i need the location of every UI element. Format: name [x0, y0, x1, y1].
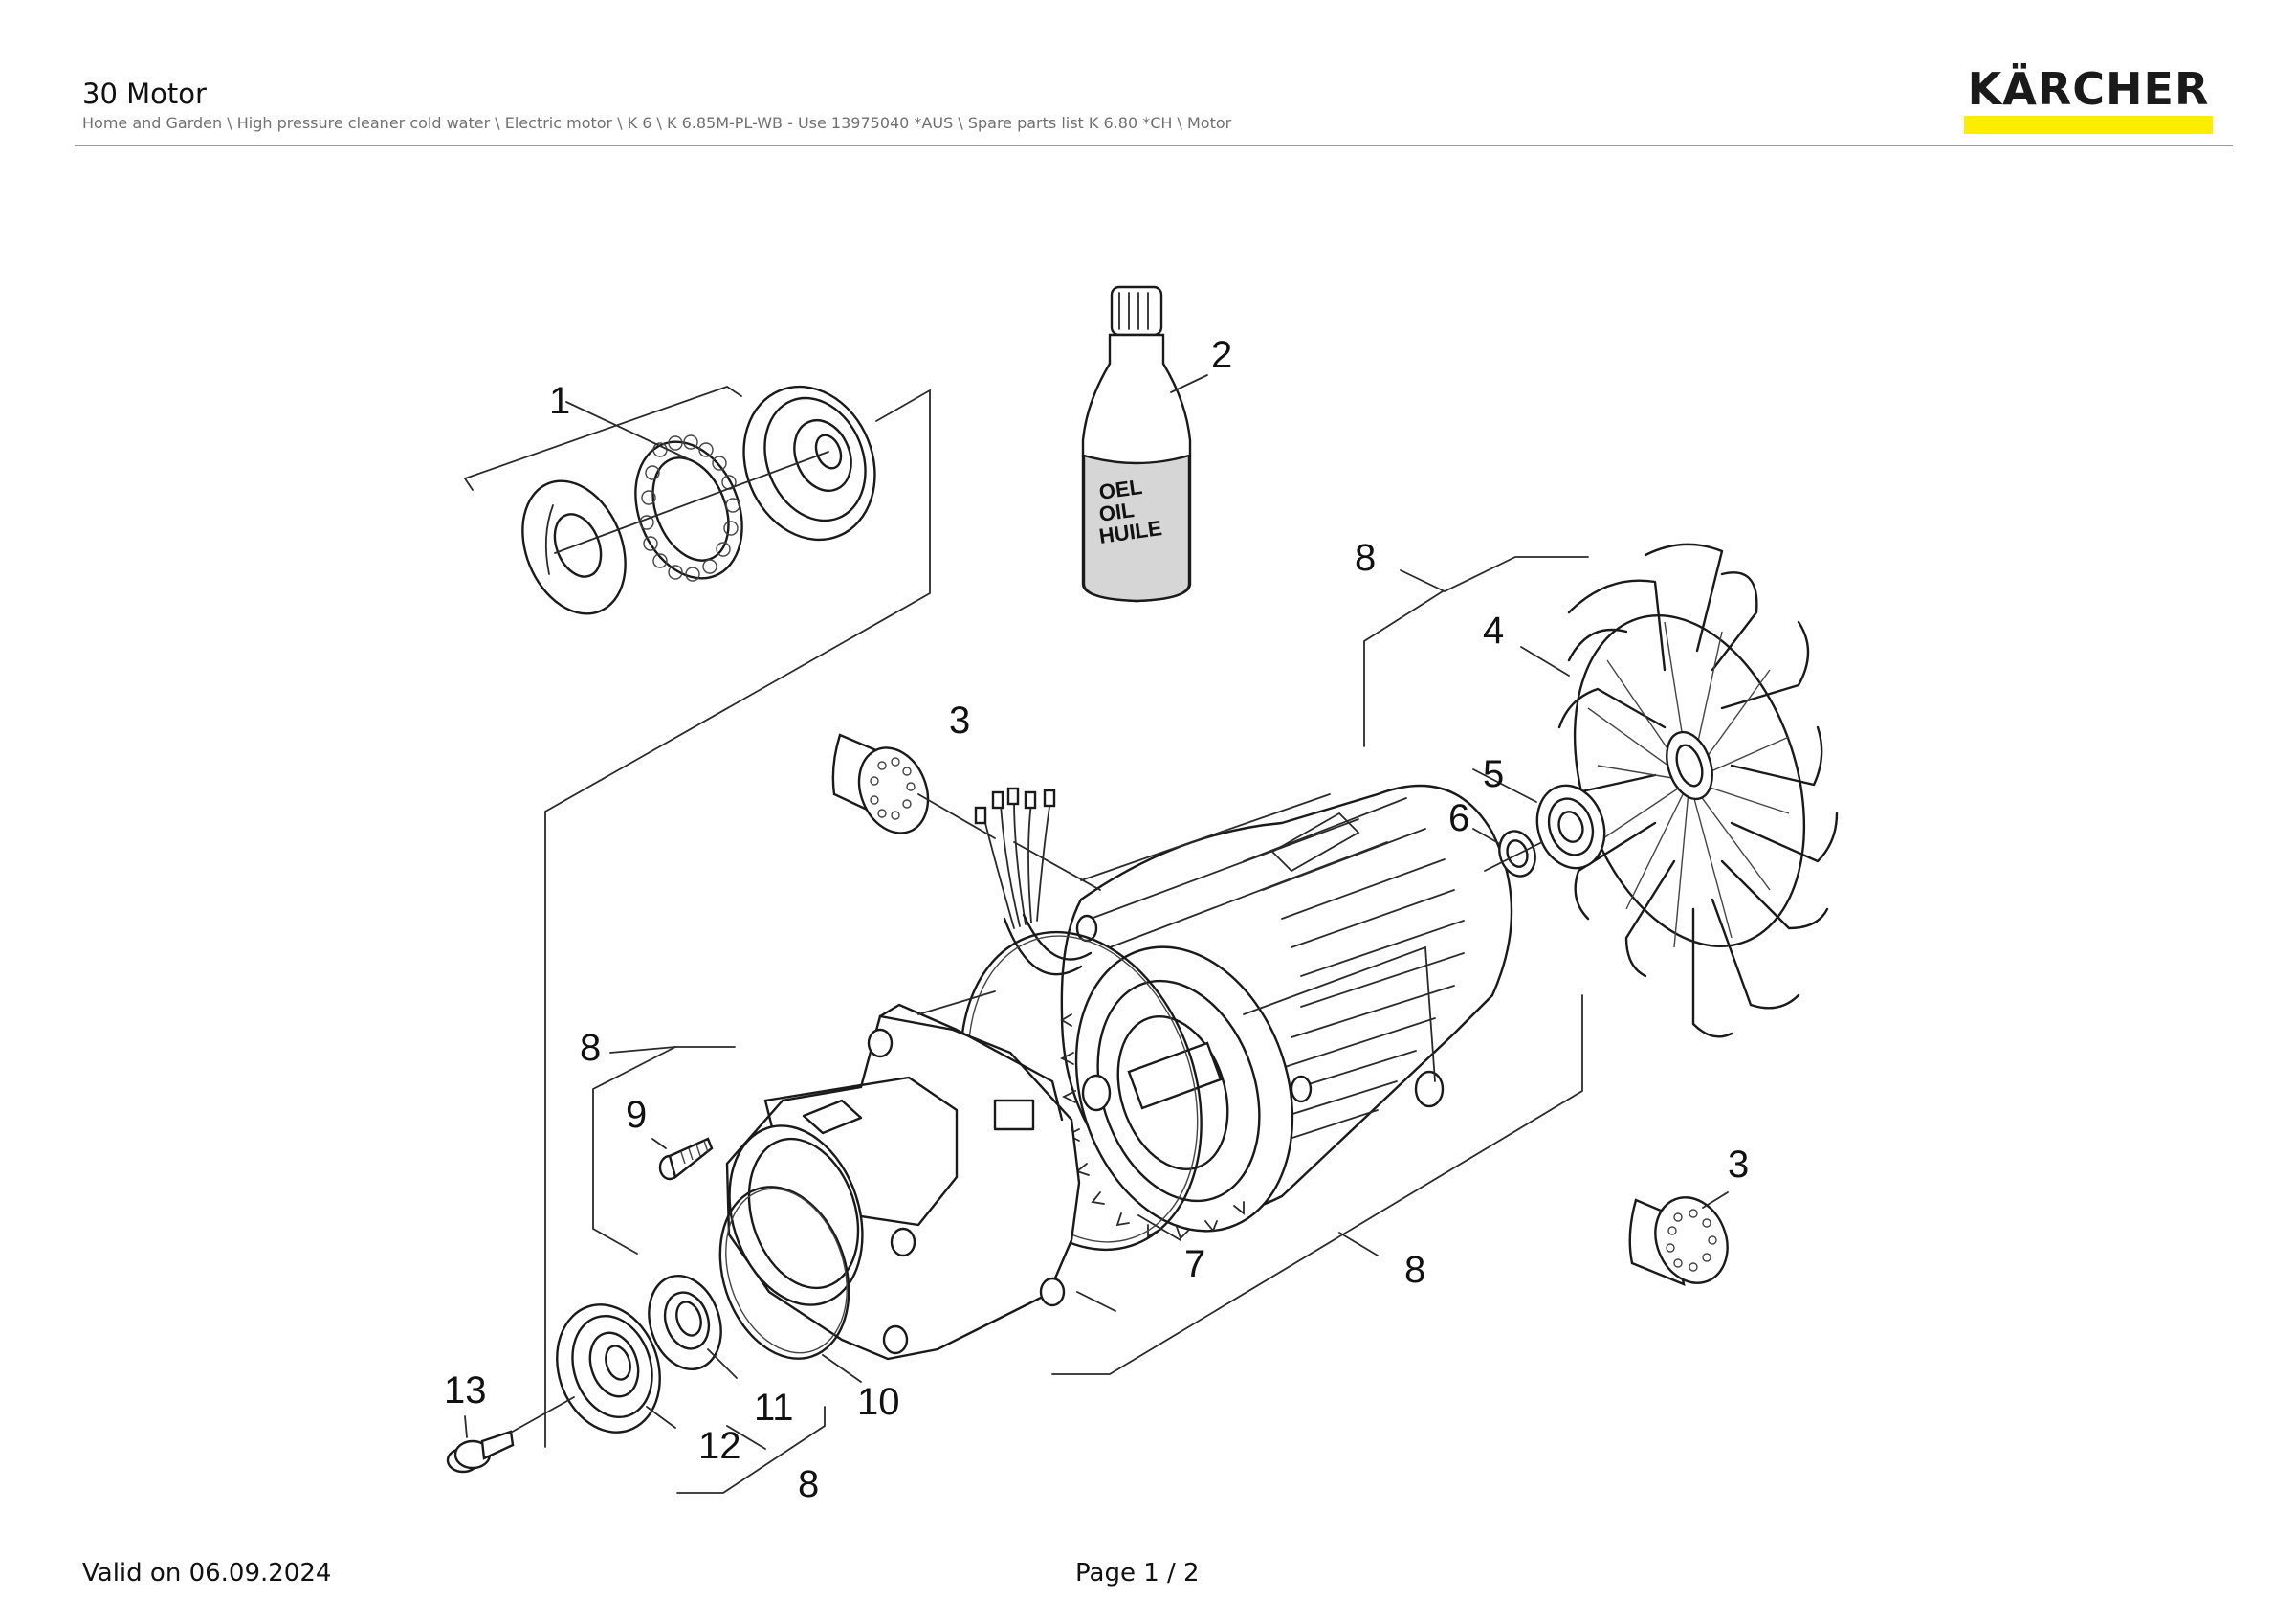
header-divider	[75, 145, 2233, 146]
callout-4: 4	[1483, 610, 1504, 652]
callout-10: 10	[857, 1381, 900, 1423]
callout-2: 2	[1211, 334, 1232, 376]
footer-valid-date: Valid on 06.09.2024	[82, 1559, 332, 1588]
callouts: 1 2 3 3 4 5 6 7 8 8 8 8 9 10 11 12 13	[444, 334, 1749, 1505]
part-9-screw	[651, 1137, 714, 1181]
motor-stator	[1059, 784, 1513, 1240]
karcher-wordmark: KÄRCHER	[1967, 63, 2210, 115]
part-11-seal	[648, 1274, 738, 1379]
callout-6: 6	[1448, 797, 1469, 839]
part-3-block-top	[831, 733, 996, 839]
part-10-o-ring	[718, 1186, 862, 1383]
part-6-seal	[1472, 828, 1543, 878]
callout-1: 1	[549, 380, 570, 422]
bottle-label-oil: OIL	[1097, 498, 1136, 526]
callout-12: 12	[698, 1425, 741, 1467]
part-5-bearing	[1472, 768, 1606, 870]
part-13-bolt	[446, 1396, 575, 1474]
callout-13: 13	[444, 1369, 487, 1412]
footer-page-number: Page 1 / 2	[1075, 1559, 1200, 1588]
page-title: 30 Motor	[82, 78, 207, 110]
callout-7: 7	[1184, 1243, 1205, 1285]
karcher-yellow-bar	[1964, 116, 2213, 134]
part-2-oil-bottle: OEL OIL HUILE	[1081, 285, 1208, 603]
callout-3-top: 3	[949, 700, 970, 742]
motor-housing	[725, 990, 1116, 1361]
part-1-bearing-set	[464, 385, 931, 1448]
callout-8-motor: 8	[1404, 1249, 1425, 1291]
part-3-block-bottom	[1628, 1191, 1729, 1286]
callout-8-bearing: 8	[798, 1463, 819, 1505]
callout-5: 5	[1483, 753, 1504, 795]
part-12-bearing	[556, 1303, 676, 1434]
bottle-label-oel: OEL	[1097, 475, 1143, 504]
callout-11: 11	[754, 1387, 794, 1429]
callout-8-screw: 8	[580, 1027, 601, 1069]
callout-8-fan: 8	[1355, 537, 1376, 579]
callout-3-bottom: 3	[1728, 1144, 1749, 1186]
callout-9: 9	[626, 1094, 647, 1136]
karcher-logo: KÄRCHER	[1961, 65, 2216, 138]
cable-harness	[974, 787, 1101, 976]
breadcrumb: Home and Garden \ High pressure cleaner …	[82, 114, 1232, 132]
group-brackets	[592, 556, 1589, 1494]
